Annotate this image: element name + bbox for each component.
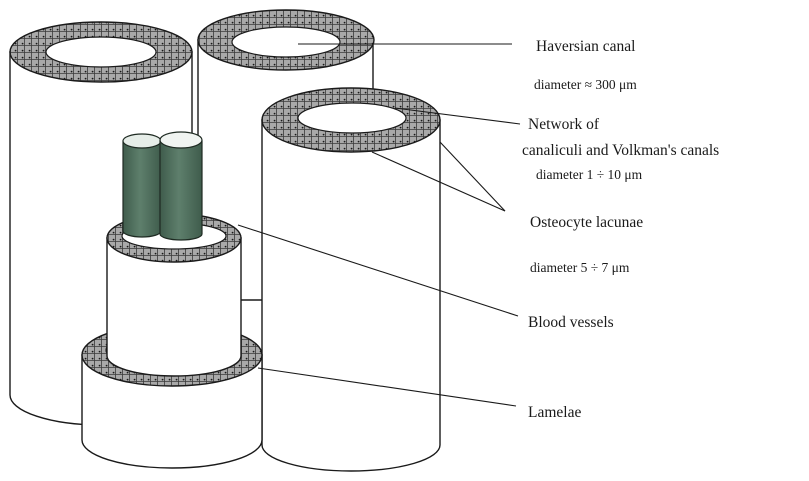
haversian-canal-hole	[232, 27, 340, 57]
label-lamelae: Lamelae	[528, 404, 581, 421]
leader-osteocyte-2	[440, 142, 505, 211]
label-osteocyte-diameter: diameter 5 ÷ 7 μm	[530, 260, 630, 275]
haversian-canal-hole	[46, 37, 156, 67]
label-osteocyte-lacunae: Osteocyte lacunae	[530, 214, 643, 231]
label-network-line1: Network of	[528, 116, 600, 133]
label-haversian-diameter: diameter ≈ 300 μm	[534, 77, 637, 92]
blood-vessel-left	[123, 134, 161, 237]
label-network-line2: canaliculi and Volkman's canals	[522, 142, 719, 159]
blood-vessels	[123, 132, 202, 240]
label-blood-vessels: Blood vessels	[528, 314, 614, 331]
label-haversian-canal: Haversian canal	[536, 38, 635, 55]
osteon-cylinder-right	[262, 88, 440, 471]
haversian-canal-hole	[298, 103, 406, 133]
labels: Haversian canal diameter ≈ 300 μm Networ…	[522, 38, 719, 421]
label-network-diameter: diameter 1 ÷ 10 μm	[536, 167, 643, 182]
blood-vessel-right	[160, 132, 202, 240]
